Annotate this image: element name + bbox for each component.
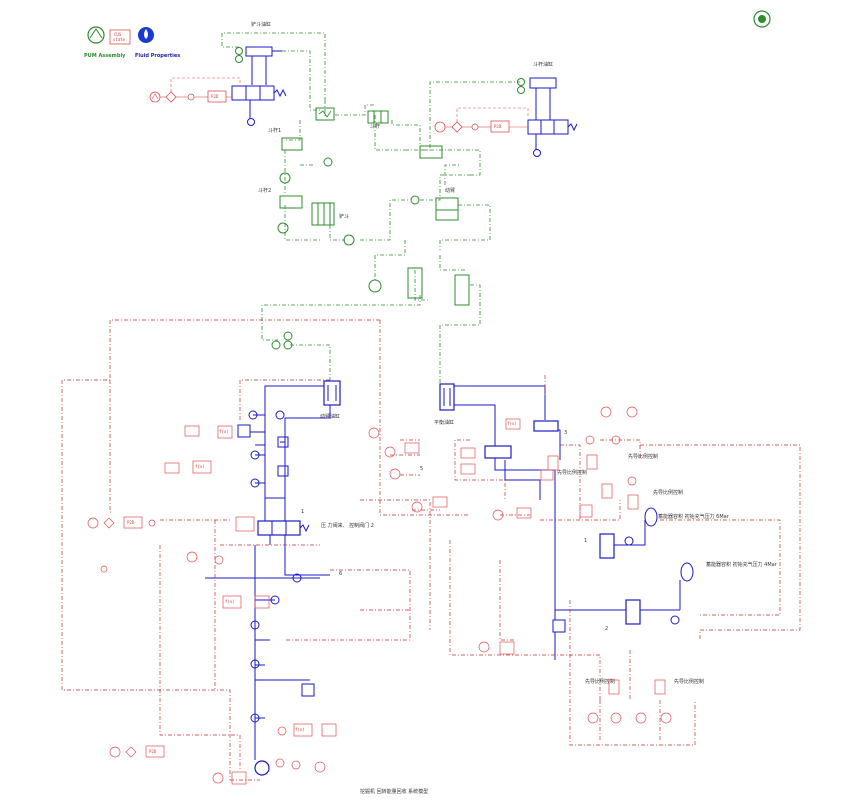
svg-text:f(x): f(x) (225, 599, 235, 604)
left-rod1-label: 斗杆1 (268, 127, 281, 134)
platform-cylinder (439, 383, 455, 411)
note-mid-label: 压 力阀来、 控制阀门 2 (321, 522, 374, 529)
top-left-signal-chain: P2D (149, 77, 241, 103)
bucket-cylinder-assembly (231, 46, 287, 126)
svg-text:f(x): f(x) (219, 429, 229, 434)
hydraulic-lines-left (205, 385, 331, 760)
upper-green-components (271, 107, 470, 350)
accumulator-label-1: 蓄能器容积 初始充气压力 6Mar (658, 513, 730, 520)
pump-assembly-label: PUM Assembly (84, 53, 126, 59)
mechanical-network-upper (221, 32, 520, 383)
boom-cylinder (323, 380, 341, 406)
svg-text:state: state (113, 37, 126, 42)
svg-text:CUS: CUS (114, 32, 122, 37)
pump-assembly-top-right-icon[interactable] (753, 10, 771, 28)
bucket-cylinder-label: 铲斗油缸 (251, 21, 271, 28)
platform-label: 平衡油缸 (434, 419, 454, 426)
pump-assembly-icon[interactable] (87, 26, 105, 44)
pilot-label-3: 先导比例控制 (653, 489, 683, 496)
stick-cylinder-label: 斗杆油缸 (533, 61, 553, 68)
svg-text:P2D: P2D (127, 520, 135, 525)
bucket-mid-label: 铲斗 (339, 213, 349, 220)
accumulator-label-2: 蓄能器容积 初始充气压力 4Mar (706, 561, 778, 568)
state-box-icon[interactable]: CUS state (109, 29, 131, 45)
main-valve-left[interactable] (257, 520, 310, 536)
left-valves (237, 410, 315, 776)
left-rod2-label: 斗杆2 (258, 187, 271, 194)
pilot-label-1: 先导比例控制 (628, 453, 658, 460)
svg-text:f(x): f(x) (195, 464, 205, 469)
svg-text:f(x): f(x) (295, 727, 305, 732)
num-1-label: 1 (301, 509, 304, 515)
svg-text:P2D: P2D (211, 94, 219, 99)
fluid-properties-label: Fluid Properties (135, 53, 180, 59)
svg-text:f(x): f(x) (507, 421, 517, 426)
pilot-label-2: 先导比例控制 (557, 469, 587, 476)
num-6-label: 6 (339, 571, 342, 577)
num-3-label: 3 (564, 430, 567, 436)
right-valves (484, 420, 694, 633)
svg-text:P2D: P2D (149, 749, 157, 754)
num-1b-label: 1 (584, 538, 587, 544)
svg-text:P2D: P2D (494, 124, 502, 129)
bucket-label: 斗杆 (370, 123, 380, 130)
signal-components (87, 406, 672, 785)
stick-cylinder-assembly (517, 77, 578, 157)
fluid-properties-icon[interactable] (138, 27, 154, 43)
num-5-label: 5 (420, 466, 423, 472)
signal-network (61, 319, 801, 781)
right-top-signal-chain: P2D (434, 107, 529, 133)
num-2-label: 2 (605, 626, 608, 632)
boom-label: 动臂 (445, 187, 455, 194)
diagram-caption: 挖掘机 回转能量回收 系统模型 (360, 788, 428, 795)
pilot-label-5: 先导比例控制 (674, 678, 704, 685)
